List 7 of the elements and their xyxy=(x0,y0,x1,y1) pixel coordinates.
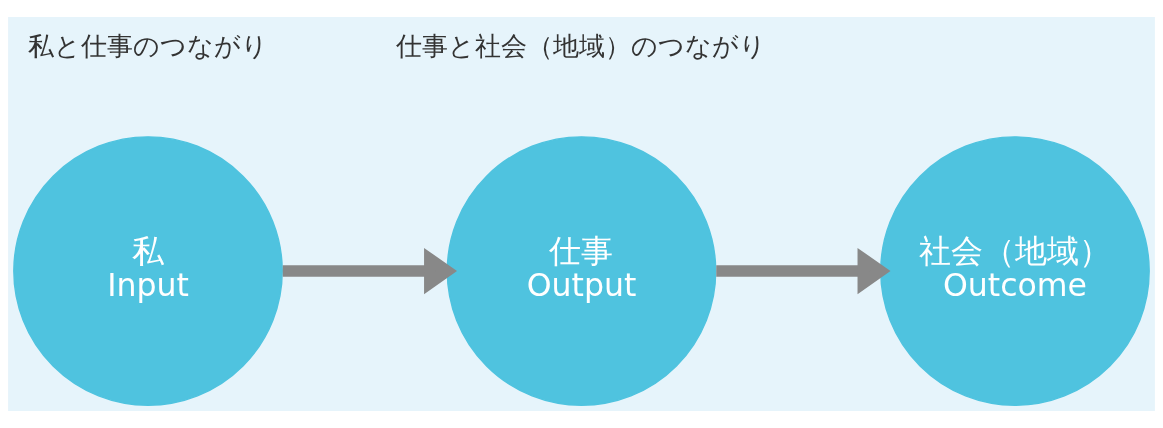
arrow xyxy=(716,248,891,295)
label: 私と仕事のつながり xyxy=(28,30,269,61)
label: 仕事と社会（地域）のつながり xyxy=(396,30,767,61)
arrow xyxy=(282,247,458,295)
node-circle: 仕事 Output xyxy=(446,136,717,406)
node-circle: 社会（地域） Outcome xyxy=(880,136,1150,406)
node-circle: 私 Input xyxy=(13,136,283,406)
